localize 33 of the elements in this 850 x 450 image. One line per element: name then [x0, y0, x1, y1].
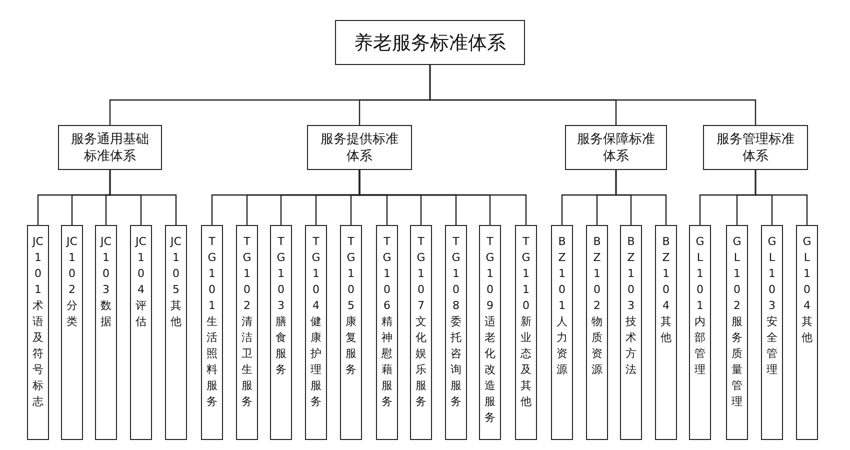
standard-box: TG105康复服务: [340, 225, 362, 440]
standard-box: TG102清洁卫生服务: [236, 225, 258, 440]
standard-box: JC101术语及符号标志: [27, 225, 49, 440]
standard-box: GL104其他: [796, 225, 818, 440]
standard-box: TG106精神慰藉服务: [376, 225, 398, 440]
standard-box: TG110新业态及其他: [515, 225, 537, 440]
connector-line: [109, 170, 177, 225]
connector-line: [429, 65, 756, 125]
connector-line: [754, 170, 808, 225]
connector-line: [615, 170, 667, 225]
standard-box: TG107文化娱乐服务: [410, 225, 432, 440]
standard-box: JC104评估: [130, 225, 152, 440]
standard-box: TG109适老化改造服务: [479, 225, 501, 440]
standard-box: BZ104其他: [655, 225, 677, 440]
standard-box: BZ102物质资源: [586, 225, 608, 440]
standard-box: 服务管理标准体系: [703, 125, 808, 170]
standard-box: 养老服务标准体系: [335, 20, 525, 65]
standard-box: 服务提供标准体系: [307, 125, 412, 170]
standard-box: BZ101人力资源: [551, 225, 573, 440]
standard-box: TG108委托咨询服务: [445, 225, 467, 440]
standard-box: 服务保障标准体系: [565, 125, 667, 170]
standard-box: BZ103技术方法: [620, 225, 642, 440]
standard-box: JC103数据: [95, 225, 117, 440]
standard-box: GL102服务质量管理: [726, 225, 748, 440]
standard-box: GL101内部管理: [689, 225, 711, 440]
standard-box: TG103膳食服务: [270, 225, 292, 440]
standard-box: JC105其他: [165, 225, 187, 440]
standard-box: 服务通用基础标准体系: [58, 125, 162, 170]
standard-box: TG101生活照料服务: [201, 225, 223, 440]
connector-line: [358, 170, 527, 225]
standard-box: JC102分类: [61, 225, 83, 440]
standard-box: GL103安全管理: [761, 225, 783, 440]
standard-box: TG104健康护理服务: [305, 225, 327, 440]
